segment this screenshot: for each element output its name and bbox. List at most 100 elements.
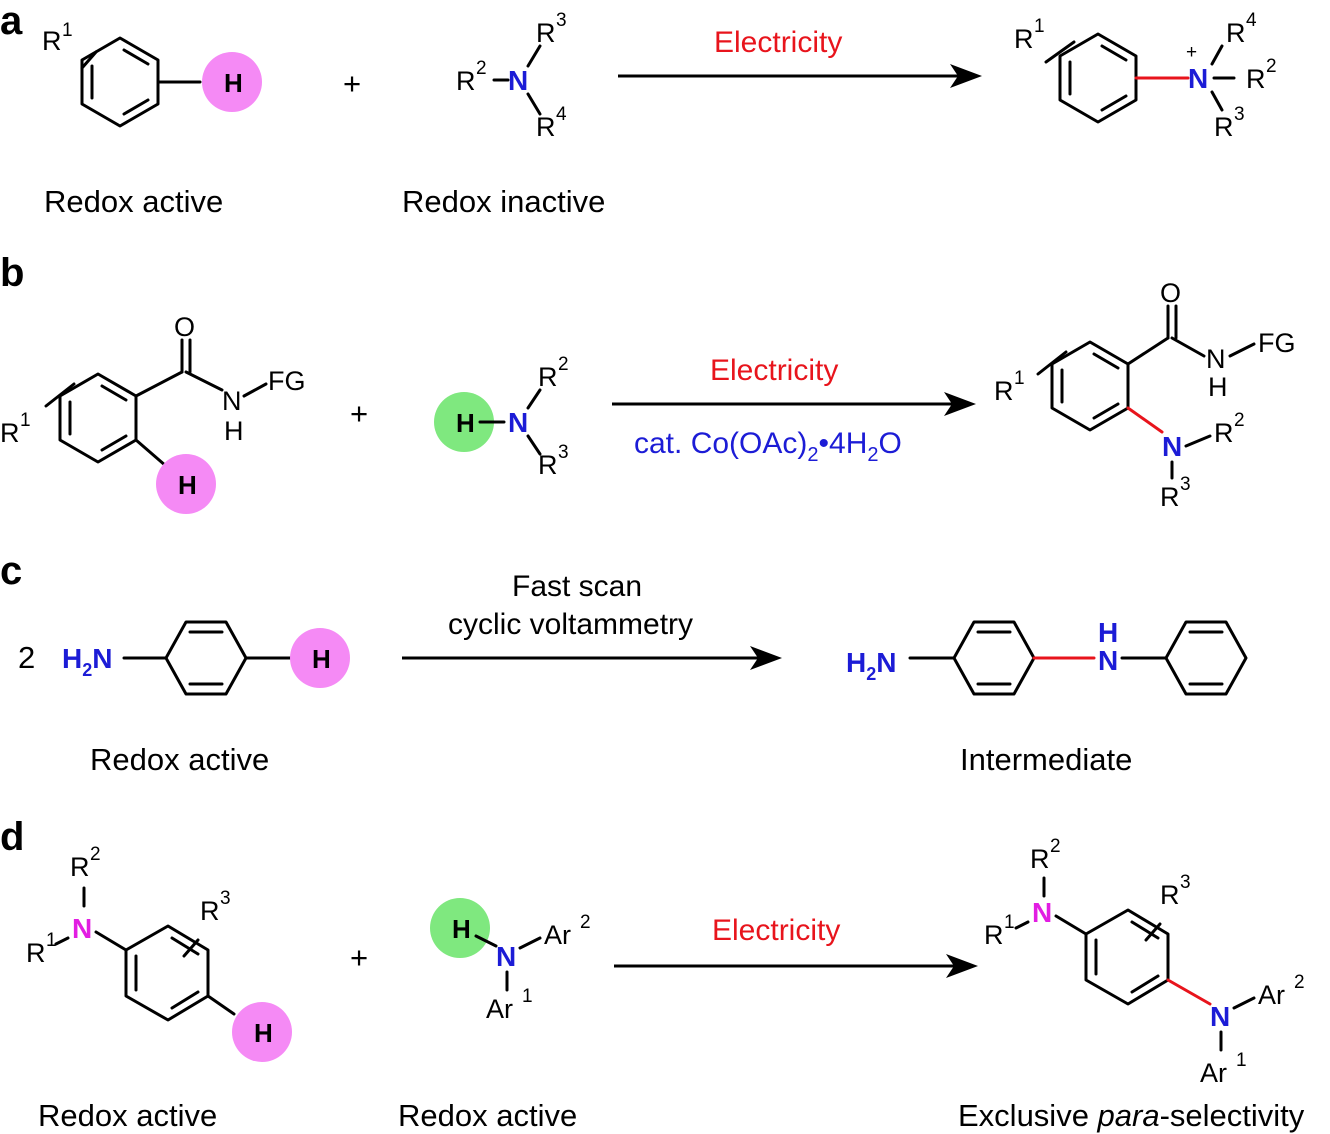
panel-b-amine: H N R 2 R 3	[434, 354, 569, 480]
amide-nitrogen: N	[222, 386, 242, 416]
caption-para-selectivity: Exclusive para-selectivity	[958, 1098, 1305, 1133]
r2-sup: 2	[1050, 836, 1061, 857]
r1-label: R	[1014, 24, 1034, 54]
r2-sup: 2	[90, 844, 101, 865]
h-highlight-green	[434, 392, 494, 452]
panel-a-benzene: H R 1	[42, 20, 262, 128]
r3-label: R	[536, 18, 556, 48]
condition-electricity: Electricity	[710, 354, 838, 387]
r3-sup: 3	[558, 442, 569, 463]
condition-catalyst: cat. Co(OAc)2•4H2O	[634, 427, 902, 466]
ar2-label: Ar	[544, 920, 571, 950]
r2-label: R	[70, 852, 90, 882]
quaternary-nitrogen: N	[1188, 63, 1208, 94]
panel-c: c 2 H2N H Fast scan cyclic voltammetry H…	[0, 549, 1248, 777]
nitrogen-atom: N	[508, 65, 528, 96]
r1-sup: 1	[20, 410, 31, 431]
r3-label: R	[1160, 880, 1180, 910]
r4-label: R	[1226, 18, 1246, 48]
r2-sup: 2	[1266, 56, 1277, 77]
caption-redox-active: Redox active	[90, 742, 269, 777]
panel-label-b: b	[0, 251, 24, 295]
panel-a-amine: N R 2 R 3 R 4	[456, 10, 567, 142]
plus-sign: +	[350, 940, 368, 975]
r3-sup: 3	[1180, 872, 1191, 893]
nitrogen-atom: N	[72, 913, 92, 944]
new-nitrogen: N	[1210, 1001, 1230, 1032]
reaction-arrow-a	[618, 64, 982, 88]
panel-d-diarylamine: H N Ar 2 Ar 1	[430, 898, 591, 1024]
amino-group: H2N	[62, 643, 112, 680]
r4-label: R	[536, 112, 556, 142]
ar2-sup: 2	[580, 912, 591, 933]
r2-label: R	[1030, 844, 1050, 874]
r2-label: R	[456, 66, 476, 96]
r2-label: R	[538, 362, 558, 392]
panel-label-a: a	[0, 0, 23, 43]
h-atom: H	[254, 1018, 273, 1048]
fg-label: FG	[268, 366, 306, 396]
r3-label: R	[1214, 112, 1234, 142]
r2-label: R	[1214, 418, 1234, 448]
nh-nitrogen: N	[1098, 645, 1118, 676]
panel-a: a H R 1 + N R 2 R 3 R 4	[0, 0, 1277, 219]
h-atom: H	[224, 68, 243, 98]
h-highlight-pink	[202, 52, 262, 112]
caption-intermediate: Intermediate	[960, 742, 1132, 777]
r3-sup: 3	[1234, 104, 1245, 125]
reaction-arrow-d	[614, 954, 978, 978]
r1-sup: 1	[62, 20, 73, 41]
plus-sign: +	[350, 396, 368, 431]
panel-d-aniline: R 2 N R 1 R 3 H	[26, 844, 292, 1062]
ar2-label: Ar	[1258, 980, 1285, 1010]
condition-fast-scan: Fast scan	[512, 570, 642, 603]
r2-sup: 2	[476, 58, 487, 79]
amide-h: H	[224, 416, 244, 446]
r1-label: R	[42, 26, 62, 56]
h-atom: H	[452, 914, 471, 944]
r1-label: R	[26, 938, 46, 968]
condition-electricity: Electricity	[712, 914, 840, 947]
amide-h: H	[1208, 372, 1228, 402]
panel-label-d: d	[0, 815, 24, 859]
h-highlight-green	[430, 898, 490, 958]
r3-label: R	[1160, 482, 1180, 512]
r2-sup: 2	[558, 354, 569, 375]
fg-label: FG	[1258, 328, 1296, 358]
panel-label-c: c	[0, 549, 22, 593]
panel-b-benzamide: H O N H FG R 1	[0, 312, 306, 514]
r2-sup: 2	[1234, 410, 1245, 431]
h-atom: H	[178, 470, 197, 500]
caption-redox-active: Redox active	[38, 1098, 217, 1133]
panel-b-product: O N H FG R 1 N R 2 R 3	[994, 278, 1296, 512]
ar1-label: Ar	[1200, 1058, 1227, 1088]
amine-nitrogen: N	[1162, 431, 1182, 462]
r2-label: R	[1246, 64, 1266, 94]
h-atom: H	[456, 408, 475, 438]
ar1-sup: 1	[1236, 1050, 1247, 1071]
amino-group: H2N	[846, 647, 896, 684]
nitrogen-atom: N	[496, 941, 516, 972]
carbonyl-oxygen: O	[174, 312, 195, 342]
top-nitrogen: N	[1032, 897, 1052, 928]
r1-sup: 1	[1004, 912, 1015, 933]
panel-d-product: R 2 N R 1 R 3 N Ar 2 Ar 1	[984, 836, 1305, 1088]
panel-d: d R 2 N R 1 R 3 H + H N	[0, 815, 1305, 1133]
r3-sup: 3	[1180, 474, 1191, 495]
panel-c-aniline: H2N H	[62, 620, 350, 696]
caption-redox-active: Redox active	[44, 184, 223, 219]
h-atom: H	[312, 644, 331, 674]
ar1-label: Ar	[486, 994, 513, 1024]
r3-sup: 3	[556, 10, 567, 31]
panel-b: b H O N H FG R 1 + H	[0, 251, 1296, 514]
plus-charge: +	[1186, 42, 1197, 63]
amide-nitrogen: N	[1206, 344, 1226, 374]
r1-sup: 1	[1034, 16, 1045, 37]
panel-c-product: H2N H N	[846, 617, 1248, 696]
reaction-arrow-b	[612, 392, 976, 416]
nh-hydrogen: H	[1098, 617, 1118, 648]
carbonyl-oxygen: O	[1160, 278, 1181, 308]
caption-redox-inactive: Redox inactive	[402, 184, 605, 219]
r1-sup: 1	[46, 930, 57, 951]
